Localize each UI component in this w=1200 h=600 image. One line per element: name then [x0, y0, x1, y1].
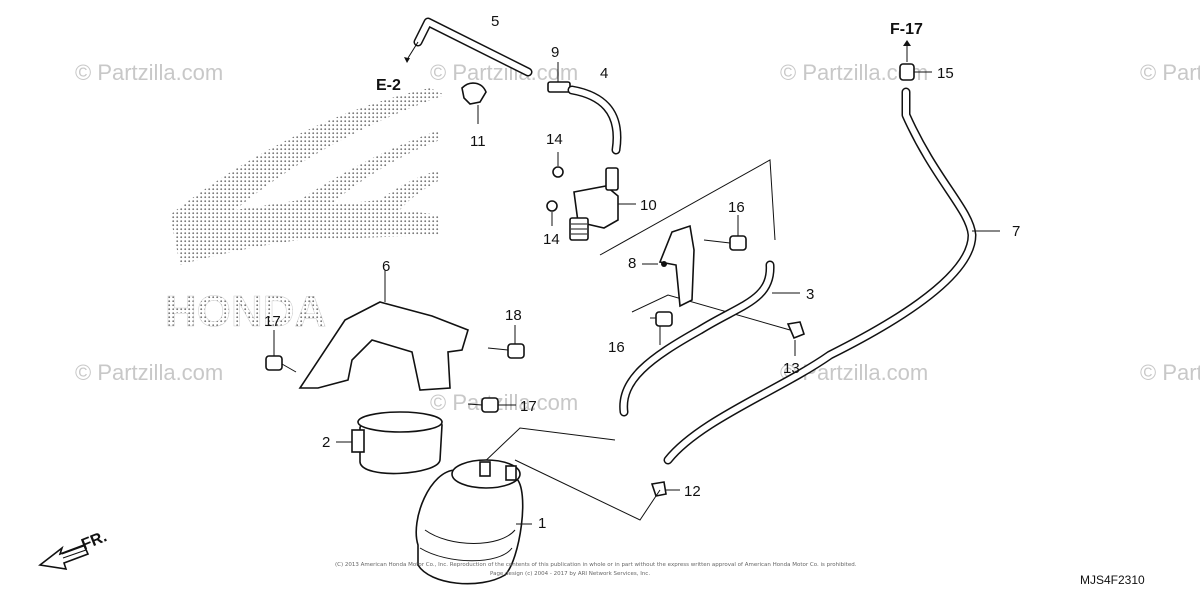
part-4-hose	[567, 85, 622, 155]
watermark-text: © Partzilla.com	[1140, 360, 1200, 385]
part-17-bolt-lower	[467, 397, 516, 413]
callout-12: 12	[684, 483, 701, 500]
callout-9: 9	[551, 44, 559, 61]
part-17-bolt-left	[265, 330, 297, 373]
part-2-band	[336, 411, 443, 475]
reference-f17-label: F-17	[890, 21, 923, 38]
reference-e2-label: E-2	[376, 77, 401, 94]
part-6-bracket	[298, 270, 469, 391]
callout-7: 7	[1012, 223, 1020, 240]
callout-17-lower: 17	[520, 398, 537, 415]
part-18-bolt	[487, 325, 525, 359]
front-direction-arrow: FR.	[38, 528, 109, 570]
watermark-text: © Partzilla.com	[430, 390, 578, 415]
part-10-valve	[569, 167, 636, 241]
part-14-bolt-lower	[546, 200, 558, 226]
callout-15: 15	[937, 65, 954, 82]
callout-5: 5	[491, 13, 499, 30]
watermark-group: © Partzilla.com © Partzilla.com © Partzi…	[75, 60, 1200, 415]
watermark-text: © Partzilla.com	[75, 60, 223, 85]
watermark-text: © Partzilla.com	[75, 360, 223, 385]
callout-14-upper: 14	[546, 131, 563, 148]
callout-2: 2	[322, 434, 330, 451]
callout-10: 10	[640, 197, 657, 214]
part-16-bolt-upper	[703, 215, 747, 251]
part-15-cap	[899, 63, 932, 81]
part-8-bracket	[642, 224, 695, 308]
part-12-clip	[650, 481, 680, 497]
callout-13: 13	[783, 360, 800, 377]
group-leader-line	[599, 159, 776, 256]
copyright-line-1: (C) 2013 American Honda Motor Co., Inc. …	[335, 562, 857, 568]
callout-14-lower: 14	[543, 231, 560, 248]
callout-labels: 1 2 3 4 5 6 7 8 9 10 11 12 13 14 14 15 1…	[264, 13, 1020, 532]
callout-6: 6	[382, 258, 390, 275]
part-14-bolt-upper	[552, 152, 564, 178]
honda-logo-text: HONDA	[165, 287, 326, 336]
part-5-hose	[404, 17, 533, 77]
copyright-line-2: Page design (c) 2004 - 2017 by ARI Netwo…	[490, 571, 650, 577]
callout-4: 4	[600, 65, 608, 82]
guide-line	[477, 427, 616, 469]
callout-18: 18	[505, 307, 522, 324]
f17-arrow	[903, 40, 911, 62]
watermark-text: © Partzilla.com	[1140, 60, 1200, 85]
callout-1: 1	[538, 515, 546, 532]
part-3-hose	[619, 260, 800, 417]
callout-16-upper: 16	[728, 199, 745, 216]
callout-17-left: 17	[264, 313, 281, 330]
part-7-hose	[663, 87, 1000, 465]
part-16-bolt-lower	[650, 311, 673, 345]
callout-11: 11	[470, 133, 486, 150]
callout-8: 8	[628, 255, 636, 272]
part-13-clip	[786, 321, 805, 356]
callout-3: 3	[806, 286, 814, 303]
part-1-canister	[415, 459, 532, 585]
honda-wing-logo: HONDA	[165, 88, 445, 336]
front-indicator-label: FR.	[79, 528, 109, 553]
group-leader-line	[631, 294, 791, 331]
diagram-code: MJS4F2310	[1080, 573, 1145, 587]
guide-line	[514, 459, 661, 521]
callout-16-lower: 16	[608, 339, 625, 356]
part-11-clamp	[461, 82, 487, 124]
